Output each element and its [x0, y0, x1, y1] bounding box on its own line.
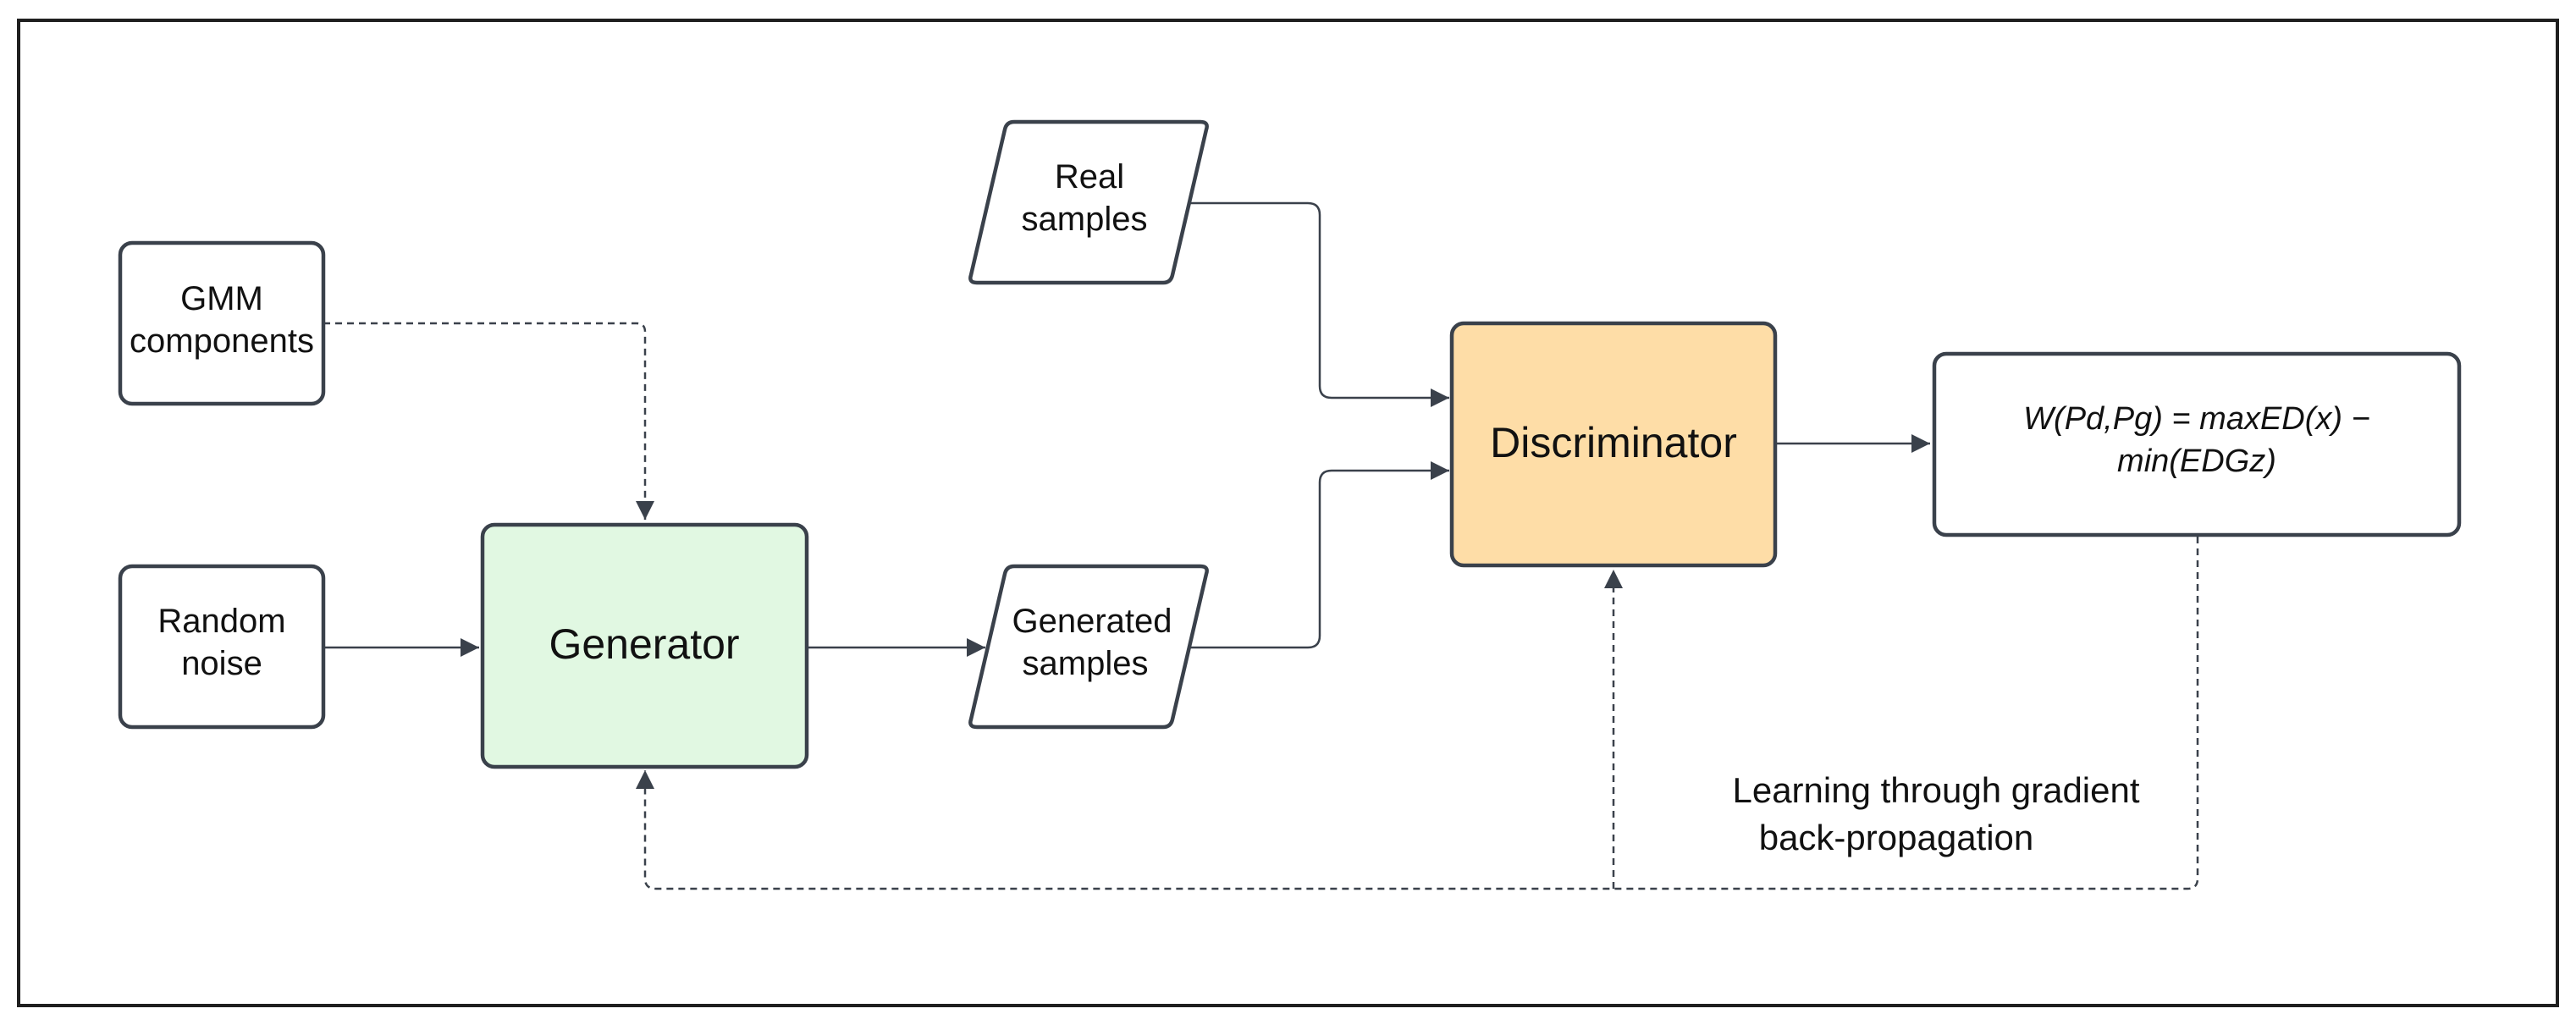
gmm-label-line-2: components — [130, 322, 314, 360]
backprop-annotation: Learning through gradient back-propagati… — [1732, 770, 2139, 857]
generated-samples-label-line-2: samples — [1023, 645, 1149, 682]
discriminator-label: Discriminator — [1490, 419, 1737, 466]
annotation-line-1: Learning through gradient — [1732, 770, 2139, 810]
formula-line-2: min(EDGz) — [2117, 444, 2276, 479]
edge-gmm-to-generator — [323, 322, 654, 520]
formula-node: W(Pd,Pg) = maxED(x) − min(EDGz) — [1932, 351, 2462, 537]
discriminator-node: Discriminator — [1449, 321, 1778, 568]
annotation-line-2: back-propagation — [1759, 818, 2034, 857]
real-samples-node: Real samples — [968, 119, 1209, 285]
edge-real-to-discriminator — [1189, 201, 1449, 407]
edge-backprop-loop — [636, 537, 2199, 890]
noise-label-line-2: noise — [181, 645, 262, 682]
gmm-label-line-1: GMM — [180, 280, 263, 317]
real-samples-label-line-2: samples — [1022, 201, 1148, 238]
random-noise-node: Random noise — [118, 564, 326, 730]
edges — [323, 201, 2199, 890]
gmm-components-node: GMM components — [118, 240, 326, 406]
generator-node: Generator — [480, 522, 809, 769]
generated-samples-node: Generated samples — [968, 564, 1209, 730]
real-samples-label-line-1: Real — [1055, 158, 1124, 196]
generated-samples-label-line-1: Generated — [1012, 603, 1172, 640]
noise-label-line-1: Random — [157, 603, 285, 640]
diagram-frame — [17, 19, 2559, 1007]
formula-line-1: W(Pd,Pg) = maxED(x) − — [2023, 401, 2370, 437]
generator-label: Generator — [549, 620, 739, 668]
edge-generated-to-discriminator — [1189, 461, 1449, 649]
